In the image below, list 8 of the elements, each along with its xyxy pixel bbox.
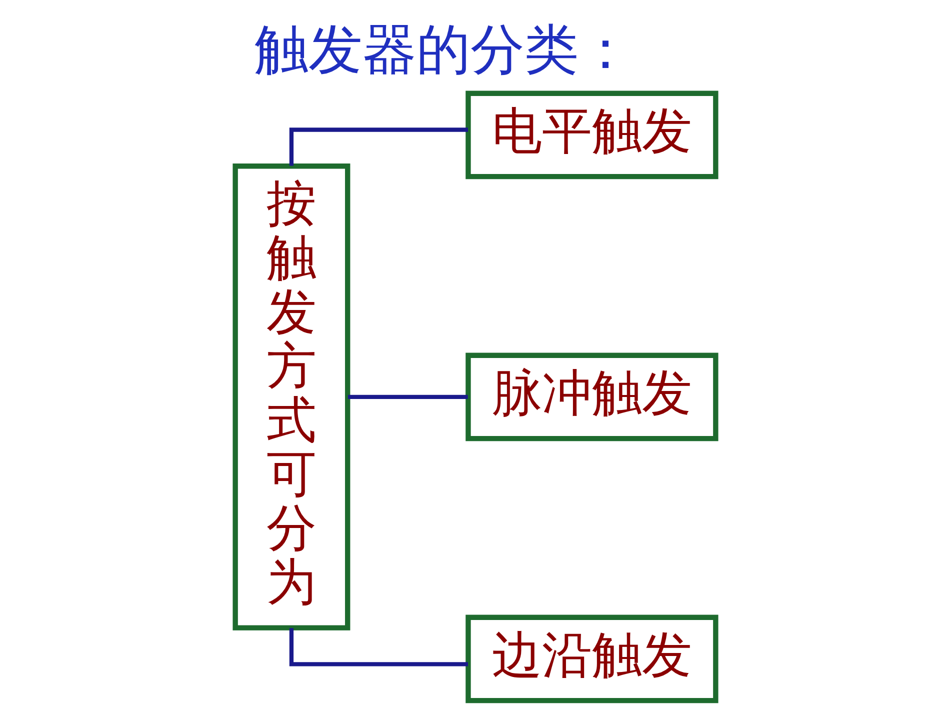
- node-box: 脉冲触发: [465, 352, 718, 442]
- diagram-title: 触发器的分类：: [254, 18, 632, 81]
- connector: [288, 128, 468, 166]
- node-box: 电平触发: [465, 90, 718, 180]
- connector: [347, 394, 468, 400]
- node-box: 按触发方式可分为: [232, 164, 350, 630]
- node-box: 边沿触发: [465, 614, 718, 704]
- connector: [288, 628, 468, 666]
